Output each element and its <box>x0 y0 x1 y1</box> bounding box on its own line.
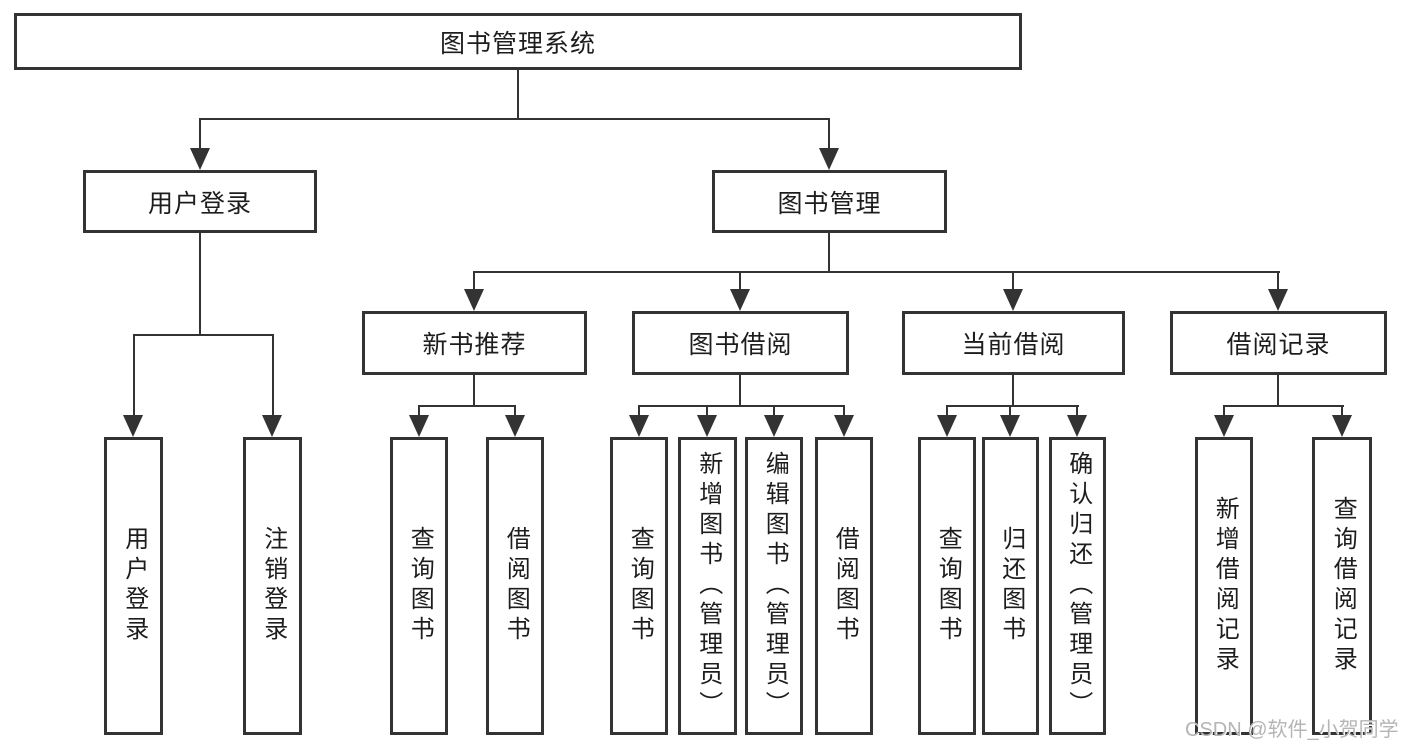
arrowhead-down <box>1003 289 1023 311</box>
connector-line <box>1223 405 1344 407</box>
node-label: 新增借阅记录 <box>1211 496 1239 676</box>
connector-line <box>946 405 948 417</box>
connector-line <box>739 375 741 406</box>
arrowhead-down <box>1067 415 1087 437</box>
leaf-add-books-admin: 新增图书（管理员） <box>678 437 737 735</box>
connector-line <box>706 405 708 417</box>
node-label: 新书推荐 <box>422 331 527 359</box>
connector-line <box>828 118 830 152</box>
connector-line <box>418 405 516 407</box>
leaf-query-books-borrow: 查询图书 <box>610 437 668 735</box>
node-label: 查询图书 <box>934 526 962 646</box>
node-label: 编辑图书（管理员） <box>761 451 789 721</box>
arrowhead-down <box>834 415 854 437</box>
node-new-books: 新书推荐 <box>362 311 587 375</box>
node-root: 图书管理系统 <box>14 13 1022 70</box>
leaf-user-login: 用户登录 <box>104 437 163 735</box>
node-label: 注销登录 <box>259 526 287 646</box>
arrowhead-down <box>629 415 649 437</box>
leaf-add-borrow-record: 新增借阅记录 <box>1195 437 1253 735</box>
node-borrow-records: 借阅记录 <box>1170 311 1387 375</box>
connector-line <box>199 233 201 335</box>
node-label: 用户登录 <box>147 189 252 218</box>
arrowhead-down <box>409 415 429 437</box>
arrowhead-down <box>730 289 750 311</box>
connector-line <box>1277 375 1279 406</box>
connector-line <box>473 271 475 293</box>
connector-line <box>1009 405 1011 417</box>
node-label: 借阅图书 <box>502 526 530 646</box>
leaf-borrow-books-new: 借阅图书 <box>486 437 544 735</box>
node-label: 图书管理系统 <box>439 29 596 58</box>
connector-line <box>272 334 274 419</box>
connector-line <box>473 271 1280 273</box>
arrowhead-down <box>1332 415 1352 437</box>
connector-line <box>133 334 274 336</box>
connector-line <box>1277 271 1279 293</box>
arrowhead-down <box>464 289 484 311</box>
connector-line <box>1341 405 1343 417</box>
connector-line <box>1012 375 1014 406</box>
node-label: 确认归还（管理员） <box>1064 451 1092 721</box>
arrowhead-down <box>262 415 282 437</box>
connector-line <box>773 405 775 417</box>
arrowhead-down <box>1268 289 1288 311</box>
connector-line <box>199 118 201 152</box>
connector-line <box>843 405 845 417</box>
connector-line <box>473 375 475 406</box>
connector-line <box>199 118 830 120</box>
connector-line <box>638 405 640 417</box>
node-user-login: 用户登录 <box>83 170 317 233</box>
leaf-edit-books-admin: 编辑图书（管理员） <box>745 437 803 735</box>
leaf-borrow-books: 借阅图书 <box>815 437 873 735</box>
leaf-query-books-current: 查询图书 <box>918 437 976 735</box>
node-label: 查询借阅记录 <box>1329 496 1357 676</box>
arrowhead-down <box>190 148 210 170</box>
node-label: 图书管理 <box>777 189 882 218</box>
arrowhead-down <box>505 415 525 437</box>
arrowhead-down <box>764 415 784 437</box>
arrowhead-down <box>1000 415 1020 437</box>
arrowhead-down <box>123 415 143 437</box>
connector-line <box>1076 405 1078 417</box>
connector-line <box>1012 271 1014 293</box>
node-label: 图书借阅 <box>688 331 793 359</box>
leaf-logout: 注销登录 <box>243 437 302 735</box>
node-label: 归还图书 <box>997 526 1025 646</box>
node-label: 查询图书 <box>406 526 434 646</box>
leaf-return-books: 归还图书 <box>982 437 1039 735</box>
arrowhead-down <box>819 148 839 170</box>
node-label: 新增图书（管理员） <box>694 451 722 721</box>
leaf-query-borrow-record: 查询借阅记录 <box>1312 437 1372 735</box>
watermark-text: CSDN @软件_小贺同学 <box>1185 719 1399 741</box>
connector-line <box>946 405 1079 407</box>
connector-line <box>517 70 519 118</box>
node-book-mgmt: 图书管理 <box>712 170 947 233</box>
node-label: 查询图书 <box>626 526 654 646</box>
connector-line <box>1223 405 1225 417</box>
connector-line <box>133 334 135 419</box>
arrowhead-down <box>937 415 957 437</box>
node-label: 用户登录 <box>120 526 148 646</box>
arrowhead-down <box>1214 415 1234 437</box>
connector-line <box>828 233 830 271</box>
connector-line <box>418 405 420 417</box>
connector-line <box>739 271 741 293</box>
node-label: 借阅图书 <box>831 526 859 646</box>
leaf-confirm-return-admin: 确认归还（管理员） <box>1049 437 1106 735</box>
node-label: 借阅记录 <box>1226 331 1331 359</box>
node-book-borrow: 图书借阅 <box>632 311 849 375</box>
node-current-borrow: 当前借阅 <box>902 311 1125 375</box>
arrowhead-down <box>697 415 717 437</box>
connector-line <box>638 405 845 407</box>
leaf-query-books-new: 查询图书 <box>390 437 448 735</box>
connector-line <box>514 405 516 417</box>
node-label: 当前借阅 <box>961 331 1066 359</box>
